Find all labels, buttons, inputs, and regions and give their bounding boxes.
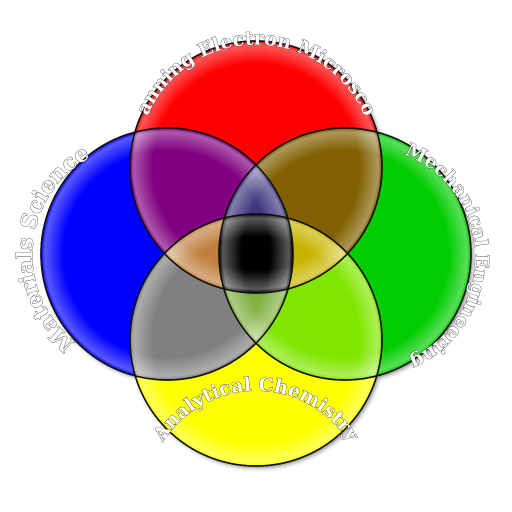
venn-diagram: Scanning Electron Microscopy Materials S… xyxy=(0,0,493,467)
